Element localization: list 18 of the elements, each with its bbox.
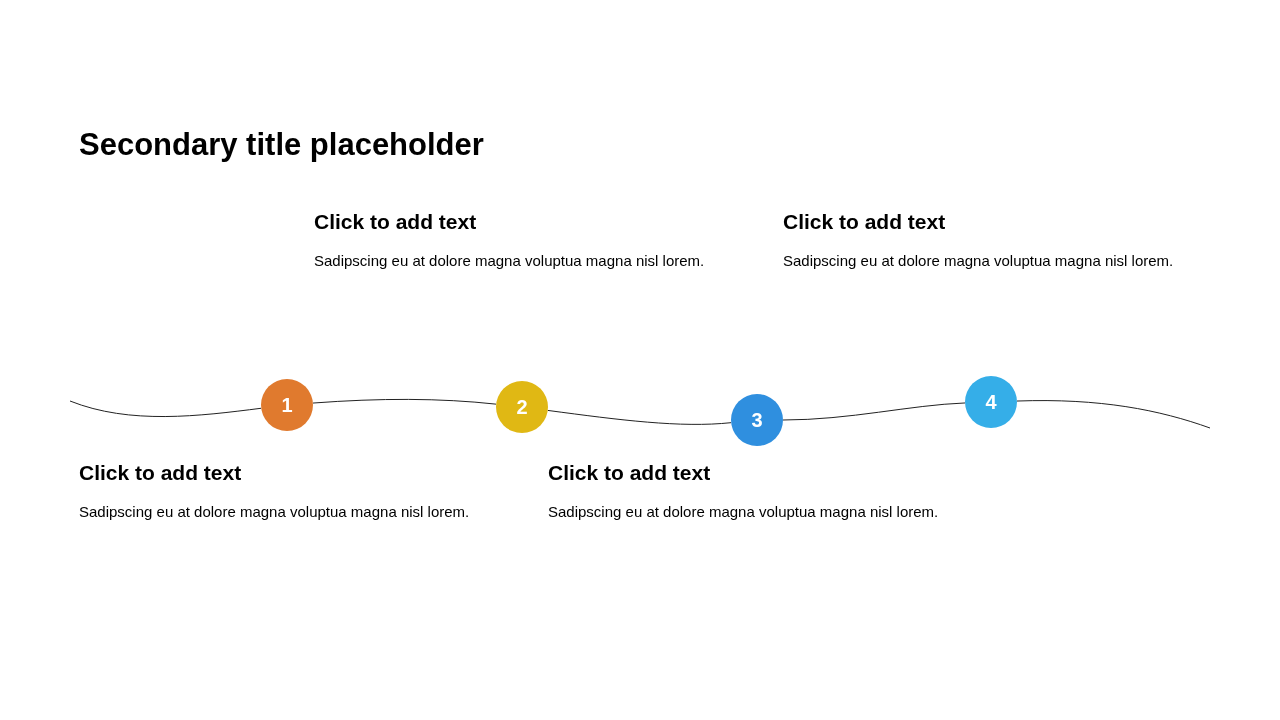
step-heading: Click to add text [79,461,242,485]
step-heading: Click to add text [783,210,946,234]
step-heading: Click to add text [314,210,477,234]
wavy-line [312,398,497,405]
wavy-line [547,409,732,425]
wavy-line [782,402,966,421]
step-description: Sadipscing eu at dolore magna voluptua magna nisl lorem. [783,252,1174,269]
slide-title: Secondary title placeholder [79,127,484,163]
numbered-circle: 2 [496,381,548,433]
numbered-circle: 1 [261,379,313,431]
step-description: Sadipscing eu at dolore magna voluptua magna nisl lorem. [548,503,939,520]
step-description: Sadipscing eu at dolore magna voluptua magna nisl lorem. [314,252,705,269]
step-description: Sadipscing eu at dolore magna voluptua magna nisl lorem. [79,503,470,520]
wavy-line [1016,400,1211,429]
step-heading: Click to add text [548,461,711,485]
numbered-circle: 4 [965,376,1017,428]
wavy-line [69,400,262,418]
numbered-circle: 3 [731,394,783,446]
